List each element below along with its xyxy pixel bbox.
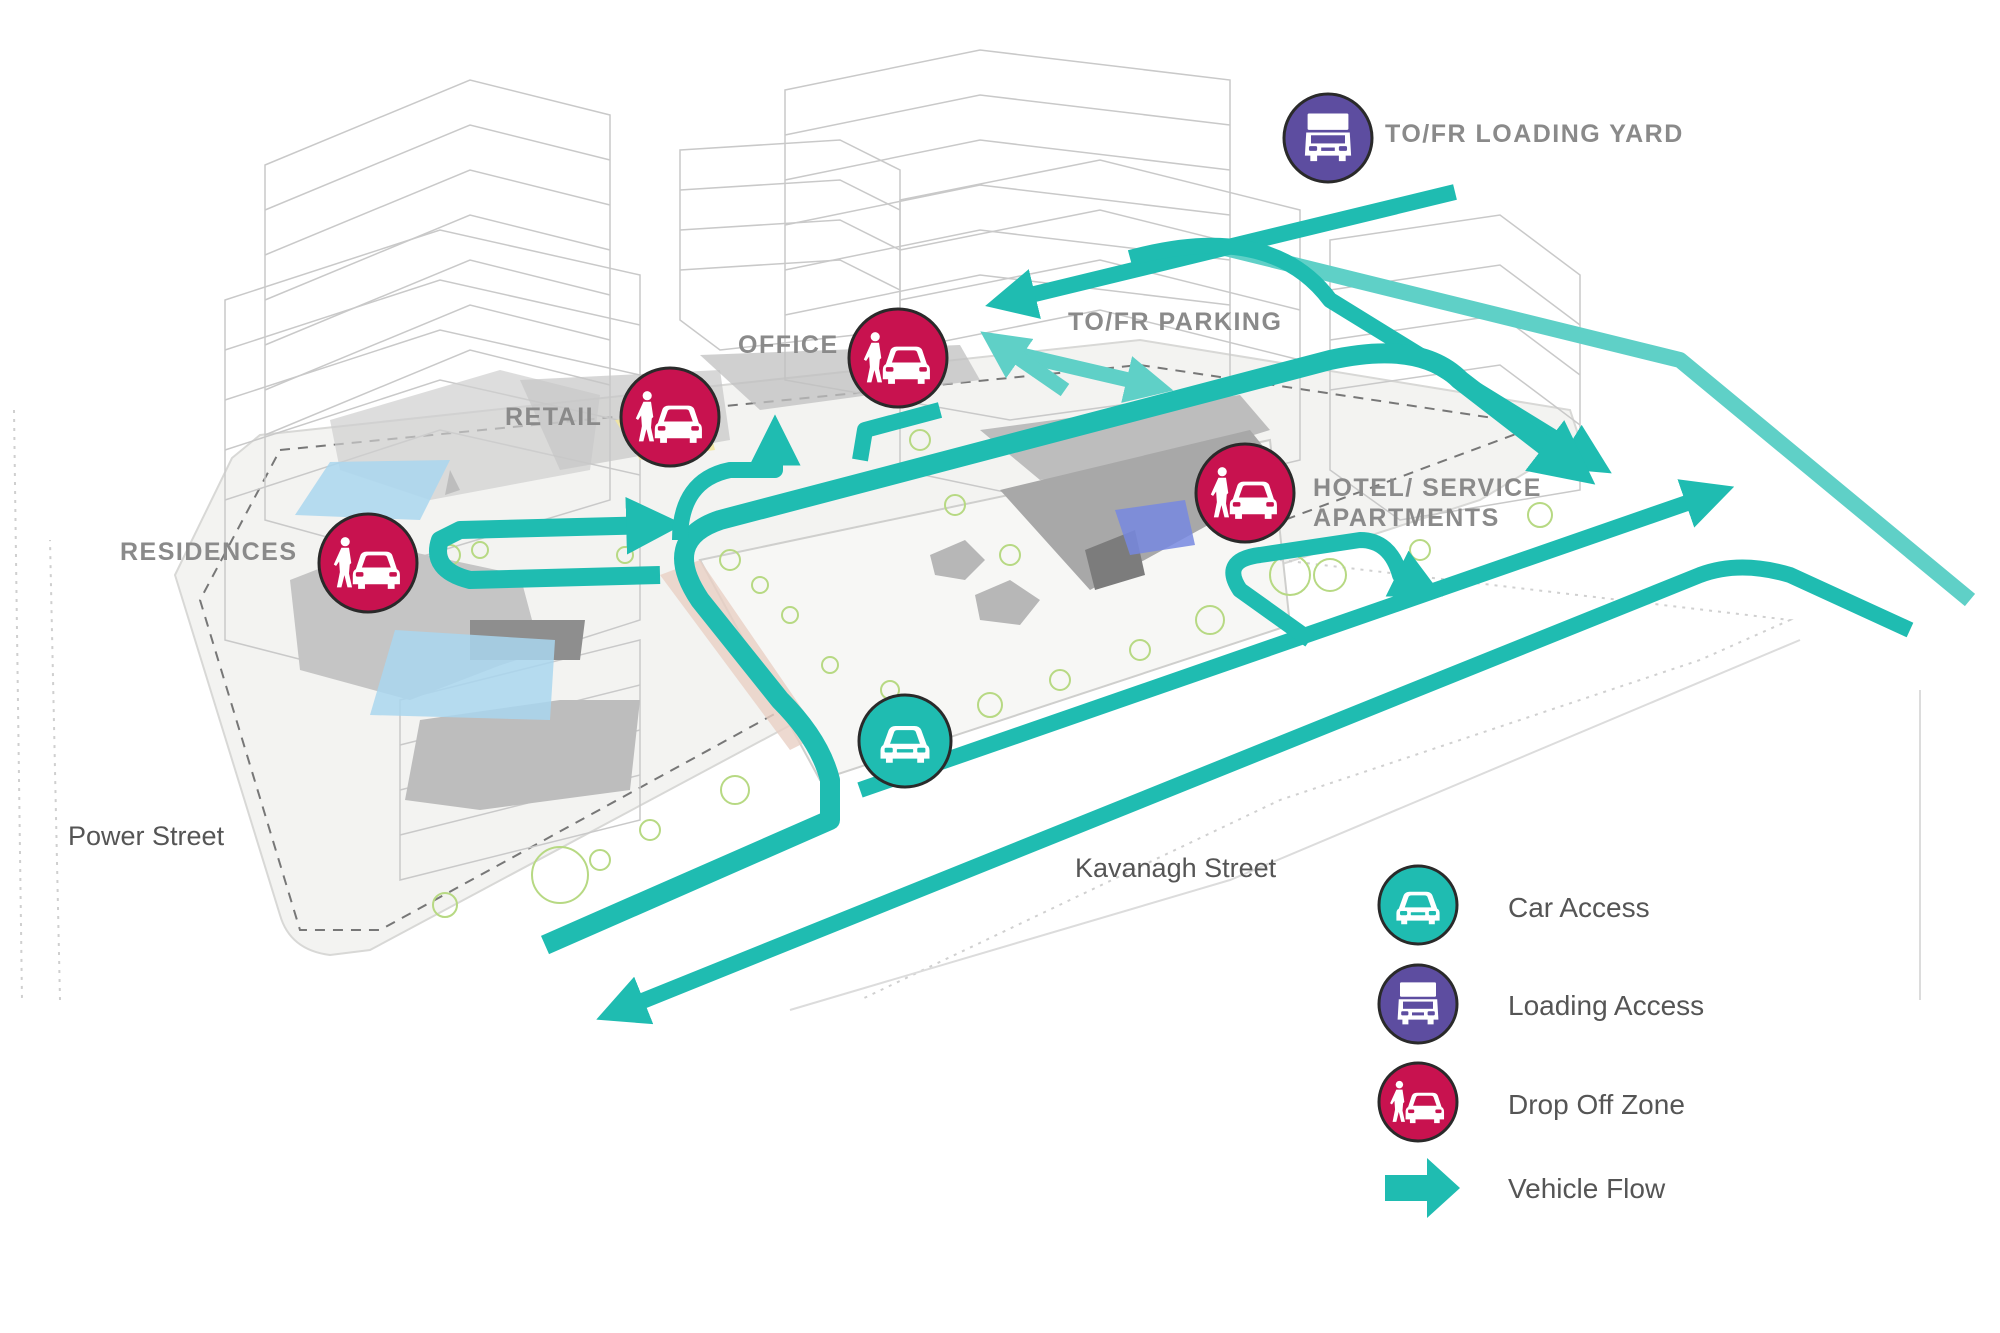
- landscape-trees: [432, 429, 1553, 918]
- hotel-label-line1: HOTEL/ SERVICE: [1313, 474, 1542, 502]
- vehicle-flow-arrow-icon: [1385, 1158, 1460, 1218]
- office-label: OFFICE: [738, 331, 839, 359]
- main-loop: [540, 343, 1596, 955]
- map-badges: [317, 92, 1374, 789]
- kavanagh-flow: [596, 559, 1914, 1025]
- office-loop: [852, 402, 943, 462]
- residences-drop-off-icon: [317, 512, 419, 614]
- service-road: [1127, 237, 1612, 474]
- outer-road-east: [857, 479, 1735, 798]
- zone-labels: TO/FR LOADING YARD TO/FR PARKING OFFICE …: [120, 120, 1684, 566]
- legend-loading-access: [1377, 963, 1459, 1045]
- hotel-drop-off-icon: [1194, 442, 1296, 544]
- legend-car-access: [1377, 864, 1459, 946]
- loading-yard-label: TO/FR LOADING YARD: [1385, 120, 1684, 148]
- kavanagh-street-label: Kavanagh Street: [1075, 853, 1277, 883]
- residences-loop: [429, 496, 684, 589]
- hotel-loop: [1225, 532, 1443, 647]
- legend-car-access-label: Car Access: [1508, 892, 1650, 923]
- car-access-icon: [857, 693, 953, 789]
- retail-drop-off-icon: [619, 366, 721, 468]
- legend: Car Access Loading Access Drop Off Zone …: [1377, 864, 1704, 1218]
- loading-yard-lane: [1223, 240, 1976, 607]
- road-edges: [789, 639, 1921, 1011]
- legend-drop-off-zone: [1377, 1061, 1459, 1143]
- parking-label: TO/FR PARKING: [1068, 308, 1282, 336]
- office-drop-off-icon: [847, 307, 949, 409]
- retail-label: RETAIL: [505, 403, 602, 431]
- legend-drop-off-zone-label: Drop Off Zone: [1508, 1089, 1685, 1120]
- street-labels: Power Street Kavanagh Street: [68, 821, 1277, 883]
- legend-vehicle-flow-label: Vehicle Flow: [1508, 1173, 1666, 1204]
- legend-loading-access-label: Loading Access: [1508, 990, 1704, 1021]
- loading-access-icon: [1282, 92, 1374, 184]
- parking-ramp-up: [980, 331, 1070, 397]
- residences-label: RESIDENCES: [120, 538, 298, 566]
- hotel-label-line2: APARTMENTS: [1313, 504, 1500, 532]
- retail-loop: [672, 414, 801, 541]
- vehicle-flow-routes: [429, 184, 1976, 1025]
- legend-vehicle-flow: [1385, 1158, 1460, 1218]
- power-street-label: Power Street: [68, 821, 225, 851]
